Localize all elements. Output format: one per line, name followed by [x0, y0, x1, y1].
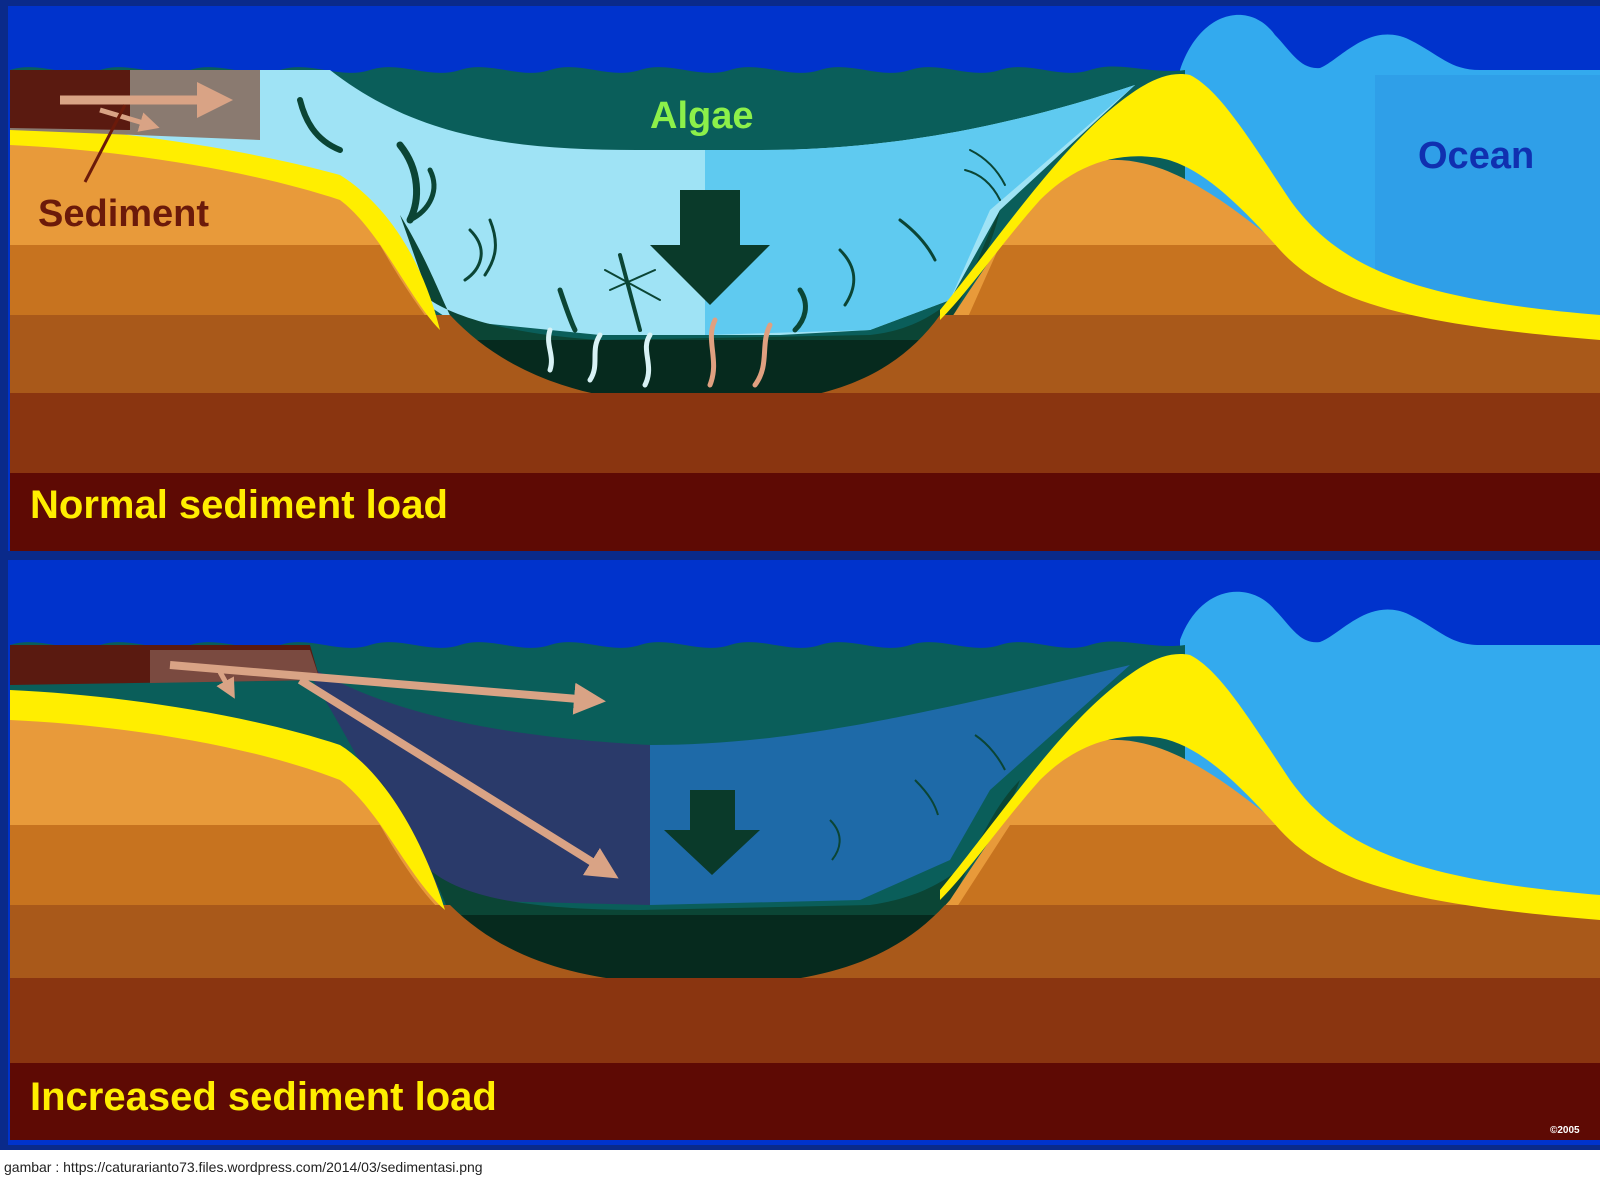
sedimentation-diagram: Sediment Algae Ocean Normal sediment loa… — [0, 0, 1600, 1150]
ocean-label: Ocean — [1418, 135, 1534, 177]
bottom-sand-left — [10, 690, 445, 910]
top-bedrock — [10, 473, 1600, 551]
top-sand-right — [940, 74, 1600, 340]
algae-label: Algae — [650, 95, 753, 137]
top-worms — [546, 317, 773, 388]
copyright-mark: ©2005 — [1550, 1125, 1580, 1136]
top-sediment-pointer — [83, 104, 127, 183]
bottom-sediment-arrow-upper — [169, 661, 606, 715]
bottom-sediment-arrow-lower — [297, 676, 619, 879]
bottom-turbid-water-right — [650, 665, 1130, 905]
bottom-seagrass — [829, 734, 1006, 861]
top-seagrass — [297, 97, 1006, 333]
top-soil-mid — [10, 245, 1600, 335]
bottom-sand-right — [940, 654, 1600, 920]
top-soil-mid-band — [10, 315, 1600, 405]
bottom-bedrock — [10, 1063, 1600, 1140]
bottom-panel-title: Increased sediment load — [30, 1075, 497, 1119]
bottom-algae-sink-arrow — [664, 790, 760, 875]
bottom-soil-mid-band — [10, 905, 1600, 985]
bottom-panel: Increased sediment load ©2005 — [0, 556, 1600, 1150]
top-sand-left — [10, 125, 440, 330]
top-algae-sink-arrow — [650, 190, 770, 305]
bottom-sediment-arrow-small — [216, 670, 235, 699]
top-panel: Sediment Algae Ocean Normal sediment loa… — [0, 0, 1600, 556]
top-panel-title: Normal sediment load — [30, 483, 448, 527]
bottom-soil-mid — [10, 825, 1600, 910]
top-ocean-deep — [1375, 75, 1600, 320]
image-source-caption: gambar : https://caturarianto73.files.wo… — [4, 1159, 483, 1175]
sediment-label: Sediment — [38, 193, 209, 235]
top-sediment-arrow-small — [99, 107, 160, 132]
top-soil-deep — [10, 393, 1600, 473]
bottom-soil-deep — [10, 978, 1600, 1063]
top-bay-clear-water-right — [705, 85, 1135, 335]
